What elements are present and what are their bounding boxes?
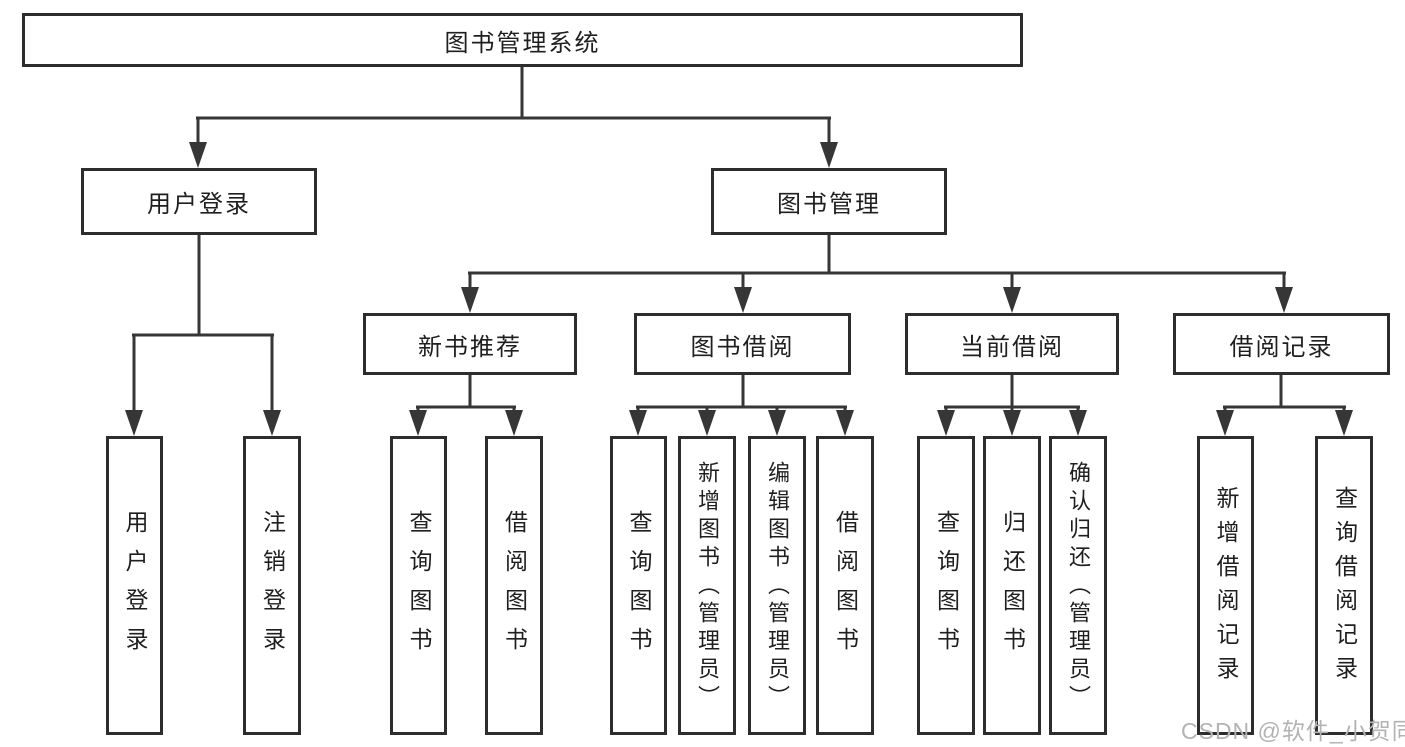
node-query-books-current: 查询图书 <box>917 436 975 735</box>
node-login-leaf: 用户登录 <box>106 436 163 735</box>
node-current-borrow: 当前借阅 <box>905 313 1119 375</box>
node-logout-leaf: 注销登录 <box>243 436 301 735</box>
node-confirm-return-admin: 确认归还（管理员） <box>1049 436 1107 735</box>
node-add-borrow-record: 新增借阅记录 <box>1197 436 1254 735</box>
node-borrow-records: 借阅记录 <box>1173 313 1390 375</box>
node-user-login: 用户登录 <box>81 168 317 235</box>
node-system: 图书管理系统 <box>22 13 1023 67</box>
node-query-books-recommend: 查询图书 <box>390 436 447 735</box>
node-query-borrow-record: 查询借阅记录 <box>1315 436 1373 735</box>
node-borrow-books-recommend: 借阅图书 <box>485 436 543 735</box>
node-query-books-borrow: 查询图书 <box>610 436 667 735</box>
node-borrow-books-leaf: 借阅图书 <box>816 436 874 735</box>
csdn-watermark: CSDN @软件_小贺同学 <box>1181 718 1405 744</box>
node-edit-book-admin: 编辑图书（管理员） <box>748 436 806 735</box>
node-return-books: 归还图书 <box>983 436 1041 735</box>
node-book-management: 图书管理 <box>711 168 947 235</box>
node-add-book-admin: 新增图书（管理员） <box>678 436 736 735</box>
node-book-borrow: 图书借阅 <box>634 313 851 375</box>
node-new-book-recommend: 新书推荐 <box>363 313 577 375</box>
